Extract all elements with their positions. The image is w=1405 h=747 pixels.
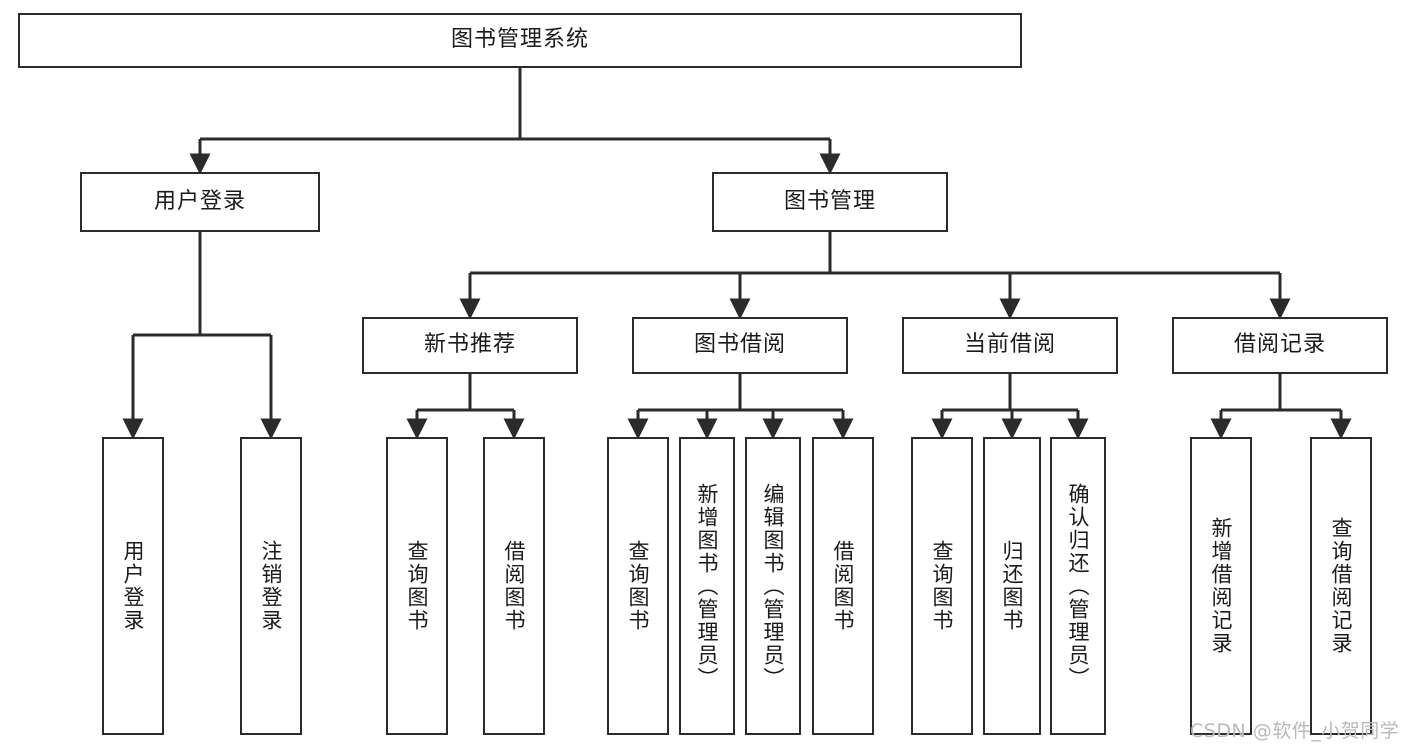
- leaf-borrow-book-newbook-label: 借阅图书: [502, 540, 527, 632]
- leaf-edit-book-admin-label: 编辑图书（管理员）: [761, 482, 786, 690]
- node-root-label: 图书管理系统: [450, 27, 589, 53]
- leaf-query-book-current[interactable]: 查询图书: [911, 437, 973, 735]
- node-user-login-label: 用户登录: [153, 188, 246, 214]
- leaf-borrow-book-newbook[interactable]: 借阅图书: [483, 437, 545, 735]
- leaf-query-book-borrow-label: 查询图书: [626, 540, 651, 632]
- node-current-borrow[interactable]: 当前借阅: [902, 317, 1118, 374]
- leaf-add-borrow-record-label: 新增借阅记录: [1209, 517, 1234, 655]
- leaf-logout-label: 注销登录: [259, 540, 284, 632]
- node-book-management[interactable]: 图书管理: [712, 172, 948, 232]
- leaf-add-book-admin-label: 新增图书（管理员）: [695, 482, 720, 690]
- leaf-edit-book-admin[interactable]: 编辑图书（管理员）: [745, 437, 801, 735]
- node-new-book-recommend[interactable]: 新书推荐: [362, 317, 578, 374]
- node-book-borrow-label: 图书借阅: [693, 332, 786, 358]
- leaf-user-login[interactable]: 用户登录: [102, 437, 164, 735]
- node-borrow-record-label: 借阅记录: [1233, 332, 1326, 358]
- leaf-add-borrow-record[interactable]: 新增借阅记录: [1190, 437, 1252, 735]
- leaf-logout[interactable]: 注销登录: [240, 437, 302, 735]
- leaf-query-book-current-label: 查询图书: [930, 540, 955, 632]
- leaf-add-book-admin[interactable]: 新增图书（管理员）: [679, 437, 735, 735]
- leaf-return-book[interactable]: 归还图书: [983, 437, 1041, 735]
- node-new-book-recommend-label: 新书推荐: [423, 332, 516, 358]
- leaf-query-book-newbook-label: 查询图书: [405, 540, 430, 632]
- leaf-user-login-label: 用户登录: [121, 540, 146, 632]
- leaf-query-borrow-record-label: 查询借阅记录: [1329, 517, 1354, 655]
- leaf-query-book-newbook[interactable]: 查询图书: [386, 437, 448, 735]
- node-book-borrow[interactable]: 图书借阅: [632, 317, 848, 374]
- leaf-return-book-label: 归还图书: [1000, 540, 1025, 632]
- csdn-watermark: CSDN @软件_小贺同学: [1190, 720, 1400, 742]
- node-book-management-label: 图书管理: [783, 188, 876, 214]
- leaf-borrow-book[interactable]: 借阅图书: [812, 437, 874, 735]
- node-root[interactable]: 图书管理系统: [18, 13, 1022, 68]
- leaf-query-book-borrow[interactable]: 查询图书: [607, 437, 669, 735]
- leaf-confirm-return-admin[interactable]: 确认归还（管理员）: [1050, 437, 1106, 735]
- node-current-borrow-label: 当前借阅: [963, 332, 1056, 358]
- node-user-login[interactable]: 用户登录: [80, 172, 320, 232]
- leaf-confirm-return-admin-label: 确认归还（管理员）: [1066, 482, 1091, 690]
- leaf-query-borrow-record[interactable]: 查询借阅记录: [1310, 437, 1372, 735]
- leaf-borrow-book-label: 借阅图书: [831, 540, 856, 632]
- node-borrow-record[interactable]: 借阅记录: [1172, 317, 1388, 374]
